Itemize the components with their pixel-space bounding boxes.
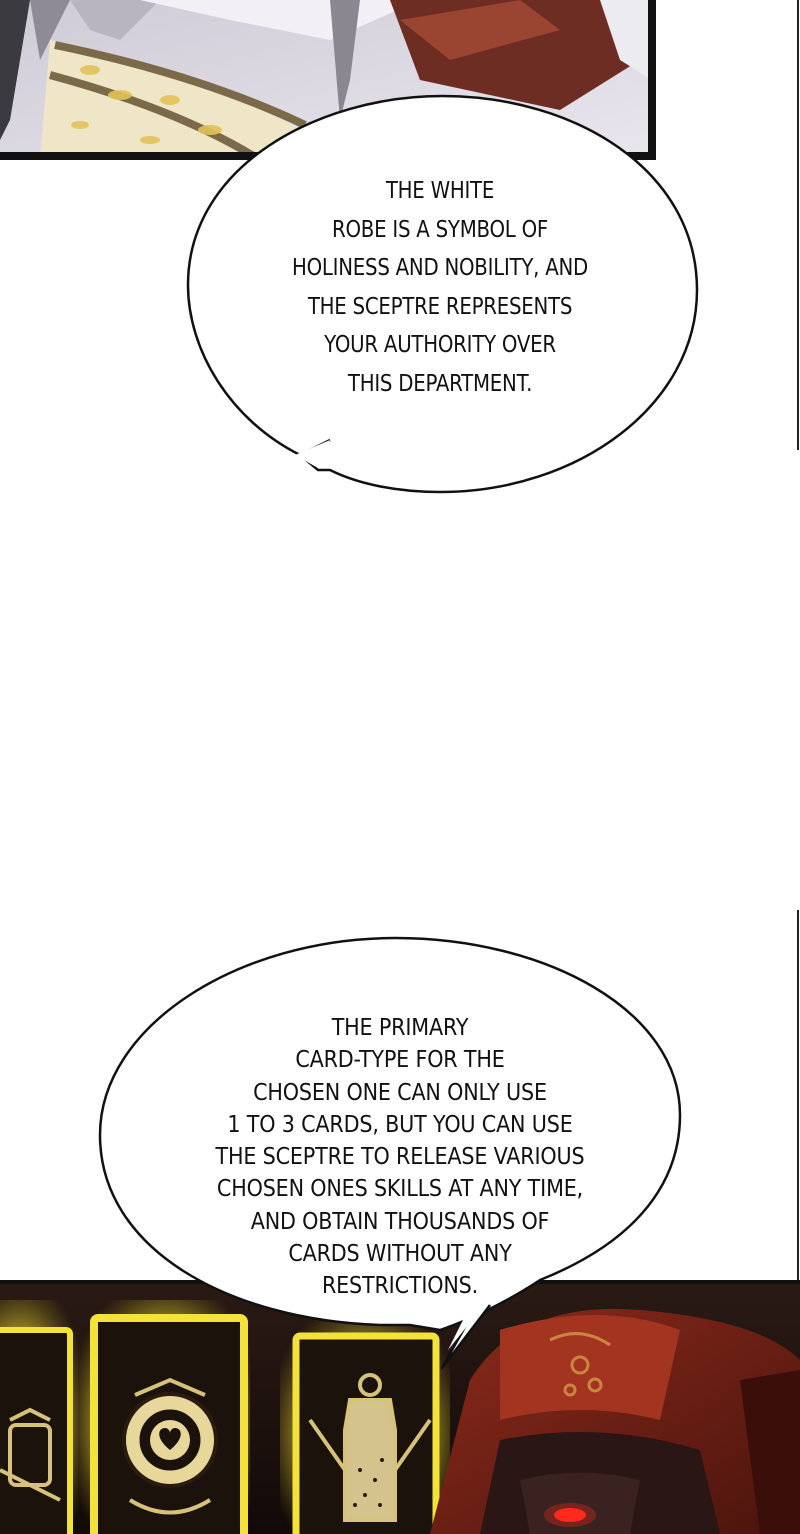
bubble-line: THE SCEPTRE TO RELEASE VARIOUS xyxy=(215,1144,585,1171)
bubble-line: CHOSEN ONE CAN ONLY USE xyxy=(253,1079,547,1106)
bubble-line: CHOSEN ONES SKILLS AT ANY TIME, xyxy=(216,1176,584,1203)
bubble-line: AND OBTAIN THOUSANDS OF xyxy=(250,1208,550,1235)
speech-bubble-2 xyxy=(98,936,682,1370)
tarot-cards-icon xyxy=(0,1300,450,1534)
bubble-line: THE WHITE xyxy=(385,178,495,204)
bubble-line: 1 TO 3 CARDS, BUT YOU CAN USE xyxy=(227,1111,573,1138)
bubble-line: YOUR AUTHORITY OVER xyxy=(324,332,556,358)
bottom-panel xyxy=(0,1280,800,1534)
top-panel xyxy=(0,0,656,164)
bubble-line: CARDS WITHOUT ANY xyxy=(288,1241,512,1268)
bubble-line: THE PRIMARY xyxy=(331,1015,469,1041)
bubble-line: THIS DEPARTMENT. xyxy=(347,370,533,397)
speech-bubble-2-text: THE PRIMARY CARD-TYPE FOR THE CHOSEN ONE… xyxy=(157,1012,643,1303)
speech-bubble-1-text: THE WHITE ROBE IS A SYMBOL OF HOLINESS A… xyxy=(259,172,620,403)
bubble-line: RESTRICTIONS. xyxy=(321,1273,479,1300)
bubble-line: ROBE IS A SYMBOL OF xyxy=(331,216,549,243)
speech-bubble-1 xyxy=(186,94,699,494)
bubble-line: HOLINESS AND NOBILITY, AND xyxy=(291,255,589,281)
hooded-figure xyxy=(430,1308,800,1534)
bubble-line: THE SCEPTRE REPRESENTS xyxy=(307,293,573,320)
bubble-line: CARD-TYPE FOR THE xyxy=(295,1047,505,1074)
